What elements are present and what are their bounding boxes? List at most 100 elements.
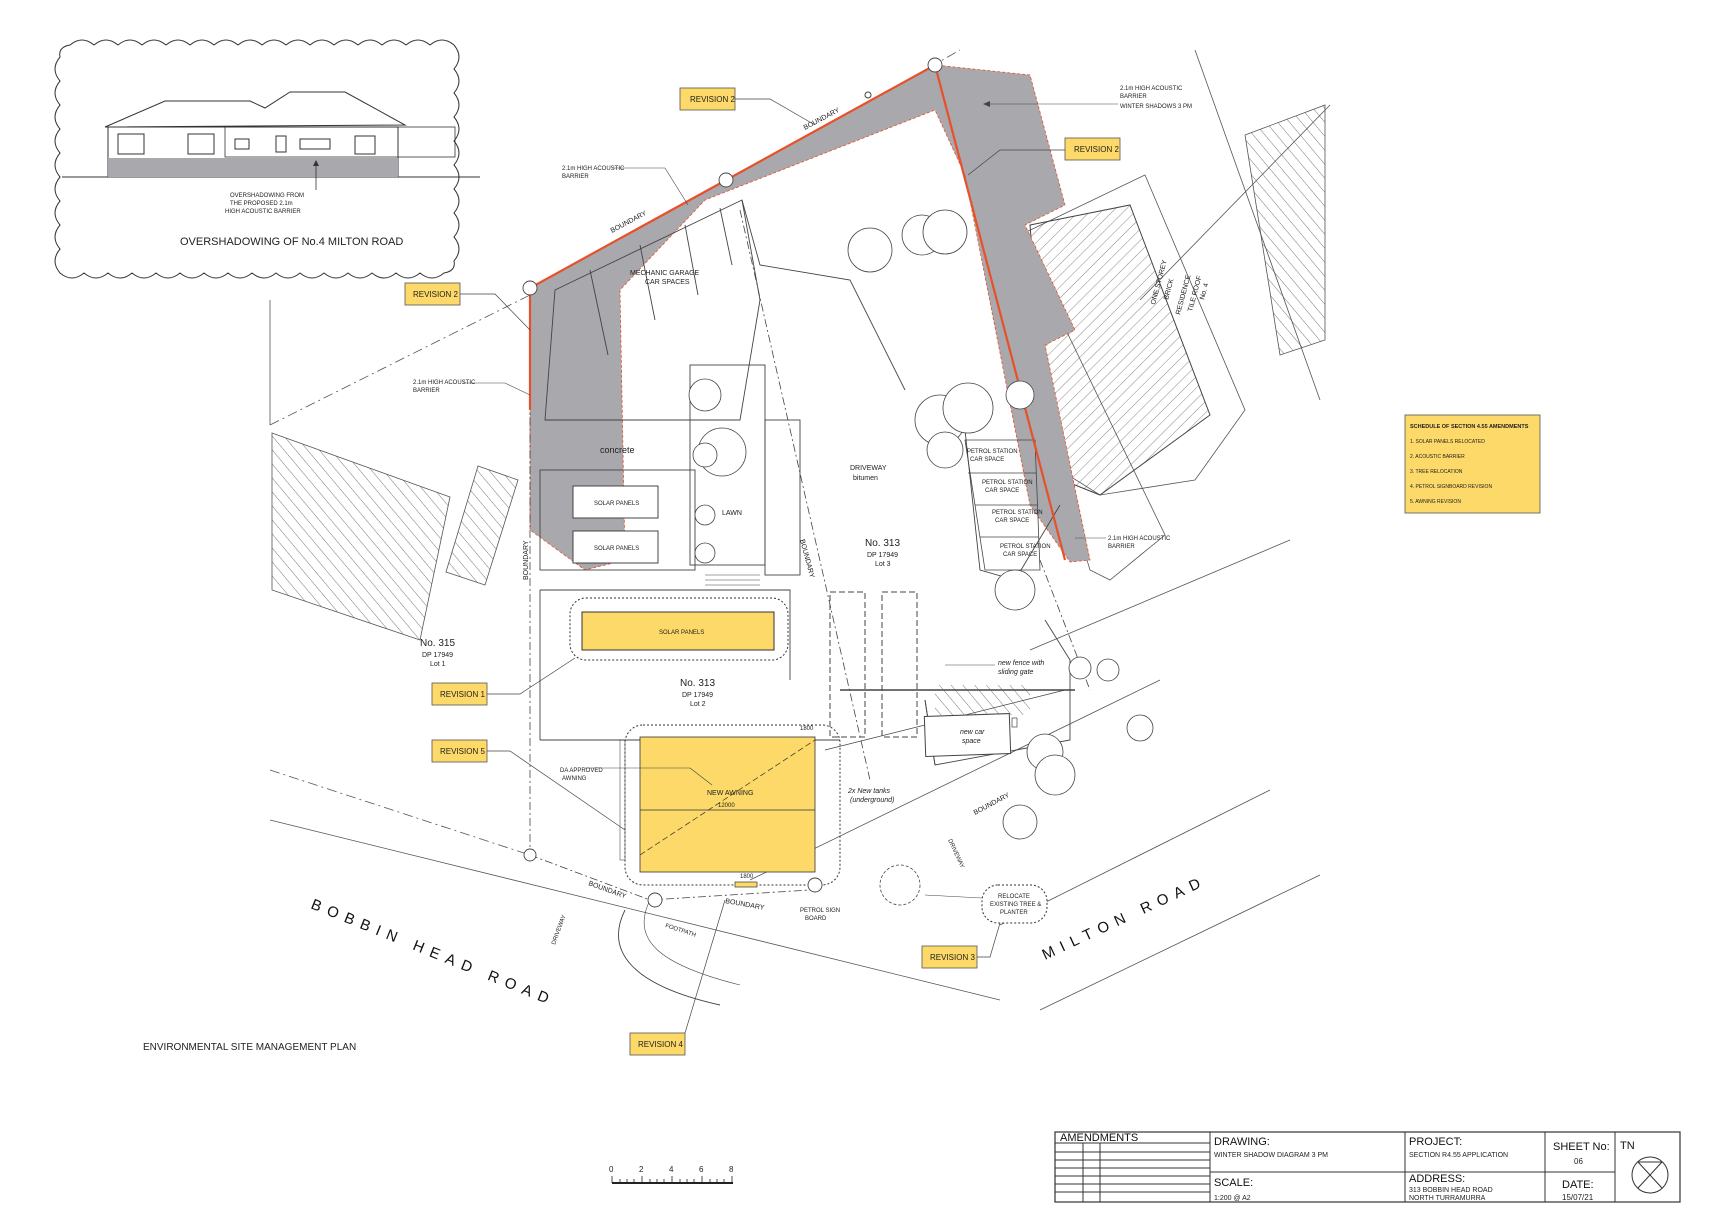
tree <box>688 378 722 412</box>
barrier-d-l2: BARRIER <box>1108 544 1135 550</box>
tb-address-label: ADDRESS: <box>1409 1173 1465 1185</box>
scale-tick-0: 0 <box>609 1165 614 1174</box>
new-car-hatch <box>935 685 1030 715</box>
tree <box>847 227 893 273</box>
revision-tag-left: REVISION 2 <box>404 282 531 331</box>
da-awning-l2: AWNING <box>562 776 587 782</box>
tb-date-label: DATE: <box>1562 1179 1594 1191</box>
petrol-car-spaces <box>964 439 1041 571</box>
tb-scale-value: 1:200 @ A2 <box>1214 1195 1251 1202</box>
petrol-space-3a: PETROL STATION <box>992 510 1043 516</box>
lot3-dp: DP 17949 <box>867 552 898 559</box>
svg-text:REVISION 2: REVISION 2 <box>690 95 735 104</box>
scale-tick-2: 2 <box>639 1165 644 1174</box>
tb-sheet-label: SHEET No: <box>1553 1141 1610 1153</box>
da-awning-l1: DA APPROVED <box>560 768 603 774</box>
neighbour-building-right <box>1244 104 1326 356</box>
tb-tn: TN <box>1620 1140 1635 1152</box>
tree <box>1126 714 1154 742</box>
lot2-no: No. 313 <box>680 678 715 689</box>
boundary-label-bottom-2: BOUNDARY <box>725 898 765 912</box>
inset-note-line-2: THE PROPOSED 2.1m <box>230 201 293 207</box>
fence-label-l2: sliding gate <box>998 669 1034 676</box>
scale-tick-8: 8 <box>729 1165 734 1174</box>
tb-project-value: SECTION R4.55 APPLICATION <box>1409 1152 1508 1159</box>
north-arrow-icon <box>1631 1156 1669 1194</box>
petrol-sign-l2: BOARD <box>805 916 827 922</box>
petrol-sign-l1: PETROL SIGN <box>800 908 840 914</box>
new-car-l1: new car <box>960 729 985 736</box>
lawn-label: LAWN <box>722 510 742 517</box>
title-block <box>1054 1131 1681 1203</box>
schedule-item-2: 2. ACOUSTIC BARRIER <box>1410 454 1465 460</box>
tb-amendments: AMENDMENTS <box>1060 1132 1138 1144</box>
svg-text:REVISION 3: REVISION 3 <box>930 953 975 962</box>
trees <box>688 209 1154 906</box>
tb-address-l2: NORTH TURRAMURRA <box>1409 1195 1486 1202</box>
new-awning-label: NEW AWNING <box>707 790 753 797</box>
petrol-space-2a: PETROL STATION <box>982 480 1033 486</box>
schedule-title: SCHEDULE OF SECTION 4.55 AMENDMENTS <box>1410 424 1529 430</box>
tank-1 <box>829 591 866 738</box>
inset-note-line-3: HIGH ACOUSTIC BARRIER <box>225 209 301 215</box>
solar-panel-3 <box>581 611 775 651</box>
boundary-label-mid: BOUNDARY <box>798 539 815 579</box>
tanks-l1: 2x New tanks <box>847 788 891 795</box>
petrol-space-1a: PETROL STATION <box>967 449 1018 455</box>
amendments-schedule: SCHEDULE OF SECTION 4.55 AMENDMENTS 1. S… <box>1404 414 1541 514</box>
petrol-sign-board <box>734 881 758 888</box>
svg-text:REVISION 2: REVISION 2 <box>1074 145 1119 154</box>
inset-cloud-border <box>54 39 460 279</box>
revision-tag-1: REVISION 1 <box>431 657 576 706</box>
footpath-label: FOOTPATH <box>664 923 696 939</box>
winter-shadows-label: WINTER SHADOWS 3 PM <box>1120 104 1192 110</box>
tank-2 <box>881 591 918 738</box>
svg-text:REVISION 2: REVISION 2 <box>413 290 458 299</box>
kerb-arc <box>618 909 721 1006</box>
tb-drawing-label: DRAWING: <box>1214 1136 1270 1148</box>
lot1-lot: Lot 1 <box>430 661 446 668</box>
solar-panel-2-label: SOLAR PANELS <box>594 546 639 552</box>
tree <box>1002 804 1038 840</box>
barrier-d-l1: 2.1m HIGH ACOUSTIC <box>1108 536 1171 542</box>
schedule-item-3: 3. TREE RELOCATION <box>1410 469 1463 475</box>
tb-scale-label: SCALE: <box>1214 1177 1253 1189</box>
revision-tag-top: REVISION 2 <box>679 87 816 126</box>
lot3-no: No. 313 <box>865 538 900 549</box>
relocate-l2: EXISTING TREE & <box>990 902 1041 908</box>
tb-sheet-value: 06 <box>1574 1157 1583 1166</box>
scale-bar: 0 2 4 6 8 <box>609 1165 734 1184</box>
tree <box>1005 380 1035 410</box>
petrol-space-1b: CAR SPACE <box>970 457 1004 463</box>
house-roof <box>104 91 407 128</box>
overshadowing-inset: OVERSHADOWING FROM THE PROPOSED 2.1m HIG… <box>54 39 480 279</box>
barrier-c-l1: 2.1m HIGH ACOUSTIC <box>1120 86 1183 92</box>
driveway-bitumen-l1: DRIVEWAY <box>850 465 887 472</box>
tree <box>879 864 921 906</box>
barrier-c-l2: BARRIER <box>1120 94 1147 100</box>
schedule-item-5: 5. AWNING REVISION <box>1410 499 1461 505</box>
lot2-dp: DP 17949 <box>682 692 713 699</box>
revision-tag-5: REVISION 5 <box>431 739 626 831</box>
inset-shadow <box>108 158 398 177</box>
mechanic-garage-l2: CAR SPACES <box>645 279 690 286</box>
schedule-item-4: 4. PETROL SIGNBOARD REVISION <box>1410 484 1492 490</box>
road-milton: MILTON ROAD <box>1040 872 1210 963</box>
tanks-l2: (underground) <box>850 797 894 804</box>
svg-text:REVISION 1: REVISION 1 <box>440 690 485 699</box>
dim-1800b: 1800 <box>740 874 754 880</box>
tb-date-value: 15/07/21 <box>1562 1193 1594 1202</box>
residence-label-5: No. 4 <box>1199 282 1210 300</box>
tree <box>694 542 716 564</box>
barrier-a-l1: 2.1m HIGH ACOUSTIC <box>562 166 625 172</box>
tree <box>922 209 968 255</box>
barrier-b-l2: BARRIER <box>413 388 440 394</box>
solar-panel-2 <box>572 530 659 564</box>
tb-address-l1: 313 BOBBIN HEAD ROAD <box>1409 1187 1493 1194</box>
new-car-space <box>923 713 1012 758</box>
petrol-space-4b: CAR SPACE <box>1003 552 1037 558</box>
solar-panel-3-label: SOLAR PANELS <box>659 630 704 636</box>
inset-title: OVERSHADOWING OF No.4 MILTON ROAD <box>180 236 403 248</box>
schedule-item-1: 1. SOLAR PANELS RELOCATED <box>1410 439 1485 445</box>
awning-dim: 12000 <box>718 803 735 809</box>
